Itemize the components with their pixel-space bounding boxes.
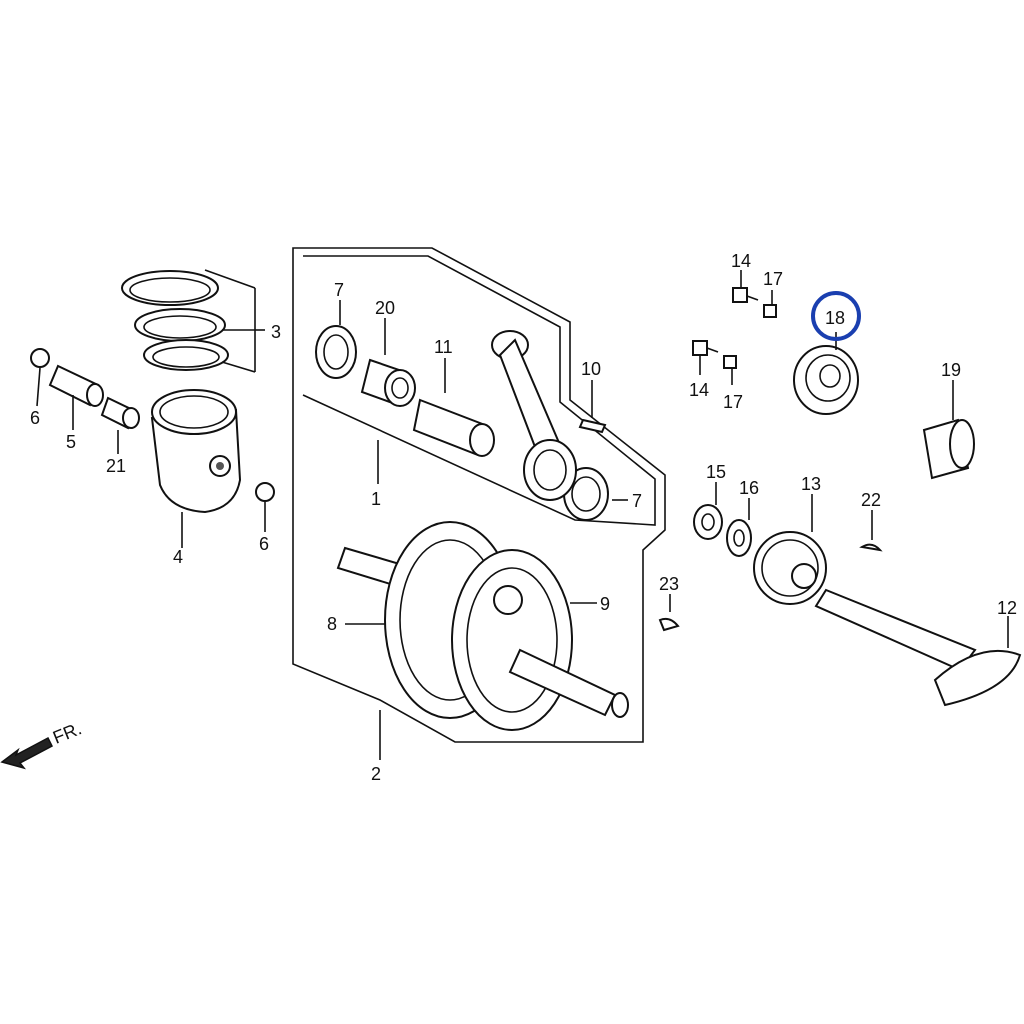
part-label-7-lower: 7 xyxy=(632,491,642,511)
part-label-16: 16 xyxy=(739,478,759,498)
piston-pin xyxy=(48,364,104,407)
part-label-4: 4 xyxy=(173,547,183,567)
part-label-13: 13 xyxy=(801,474,821,494)
nut-upper xyxy=(763,304,777,318)
part-label-1: 1 xyxy=(371,489,381,509)
washer xyxy=(726,519,752,557)
lock-nut xyxy=(693,504,723,540)
part-label-6-left: 6 xyxy=(30,408,40,428)
part-label-11: 11 xyxy=(434,337,453,357)
ball-bearing-18 xyxy=(793,345,859,415)
part-label-5: 5 xyxy=(66,432,76,452)
part-label-14-upper: 14 xyxy=(731,251,751,271)
part-label-8: 8 xyxy=(327,614,337,634)
highlight-circle xyxy=(811,291,861,341)
part-label-9: 9 xyxy=(600,594,610,614)
leader-lines xyxy=(36,269,1009,760)
part-label-12: 12 xyxy=(997,598,1017,618)
crank-pin xyxy=(412,398,495,457)
crankshaft xyxy=(336,521,629,731)
piston-pin-clip-right xyxy=(255,482,275,502)
crank-pin-needle-bearing xyxy=(360,358,416,407)
crankshaft-assembly-outline xyxy=(292,247,666,743)
part-label-22: 22 xyxy=(861,490,881,510)
part-label-3: 3 xyxy=(271,322,281,342)
part-label-15: 15 xyxy=(706,462,726,482)
part-label-17-lower: 17 xyxy=(723,392,743,412)
part-label-23: 23 xyxy=(659,574,679,594)
part-label-17-upper: 17 xyxy=(763,269,783,289)
bolt-lower xyxy=(692,340,719,356)
nut-lower xyxy=(723,355,737,369)
part-label-20: 20 xyxy=(375,298,395,318)
part-label-10: 10 xyxy=(581,359,601,379)
woodruff-key-23 xyxy=(658,617,680,632)
bolt-upper xyxy=(732,287,759,303)
primary-drive-gear xyxy=(753,531,827,605)
part-label-2: 2 xyxy=(371,764,381,784)
piston-pin-clip-left xyxy=(30,348,50,368)
front-arrow-icon xyxy=(0,736,53,770)
small-end-bearing xyxy=(100,396,140,430)
part-label-7-upper: 7 xyxy=(334,280,344,300)
part-label-6-right: 6 xyxy=(259,534,269,554)
piston-rings xyxy=(121,270,229,371)
part-label-21: 21 xyxy=(106,456,126,476)
woodruff-key-22 xyxy=(859,543,883,552)
thrust-washer-upper xyxy=(315,325,357,379)
piston xyxy=(150,389,242,514)
part-label-18: 18 xyxy=(825,308,845,328)
balancer-shaft xyxy=(814,588,1022,707)
crank-key xyxy=(578,418,607,434)
part-label-14-lower: 14 xyxy=(689,380,709,400)
part-label-19: 19 xyxy=(941,360,961,380)
connecting-rod xyxy=(491,330,577,501)
needle-bearing-19 xyxy=(922,418,975,480)
front-indicator-label: FR. xyxy=(50,718,84,747)
